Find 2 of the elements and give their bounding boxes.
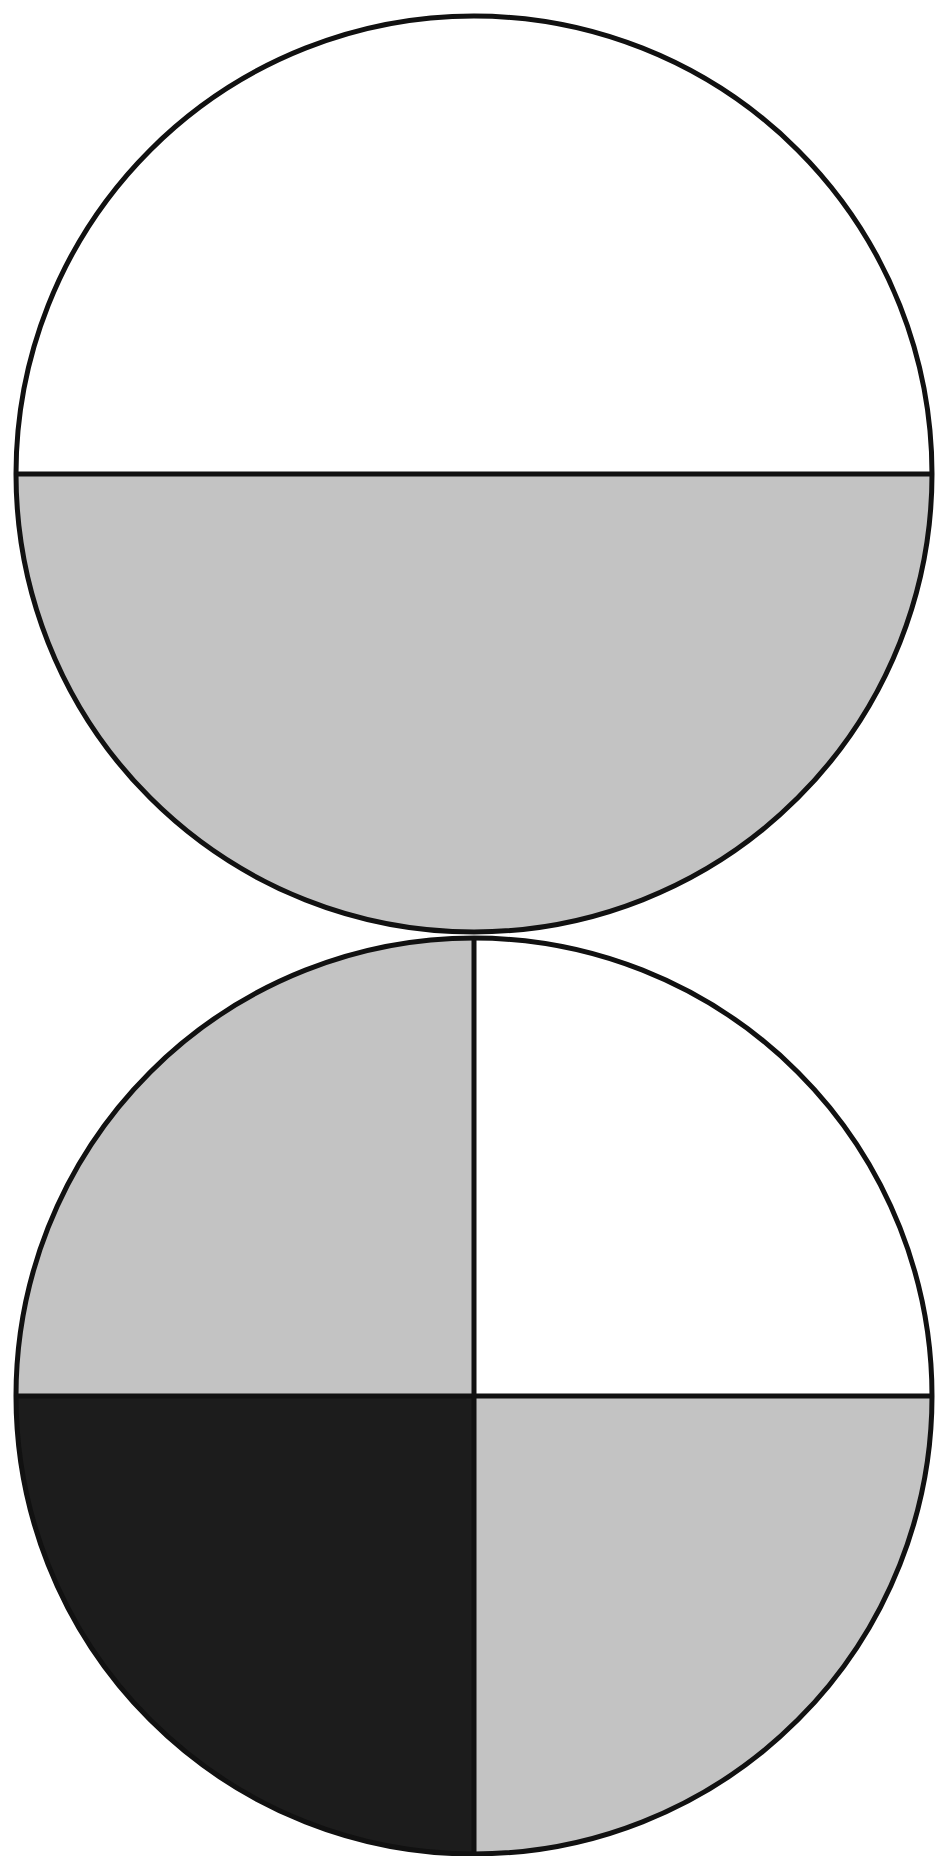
half-shaded-circle-drawing xyxy=(12,12,936,936)
quarter-shaded-circle-drawing xyxy=(12,934,936,1856)
